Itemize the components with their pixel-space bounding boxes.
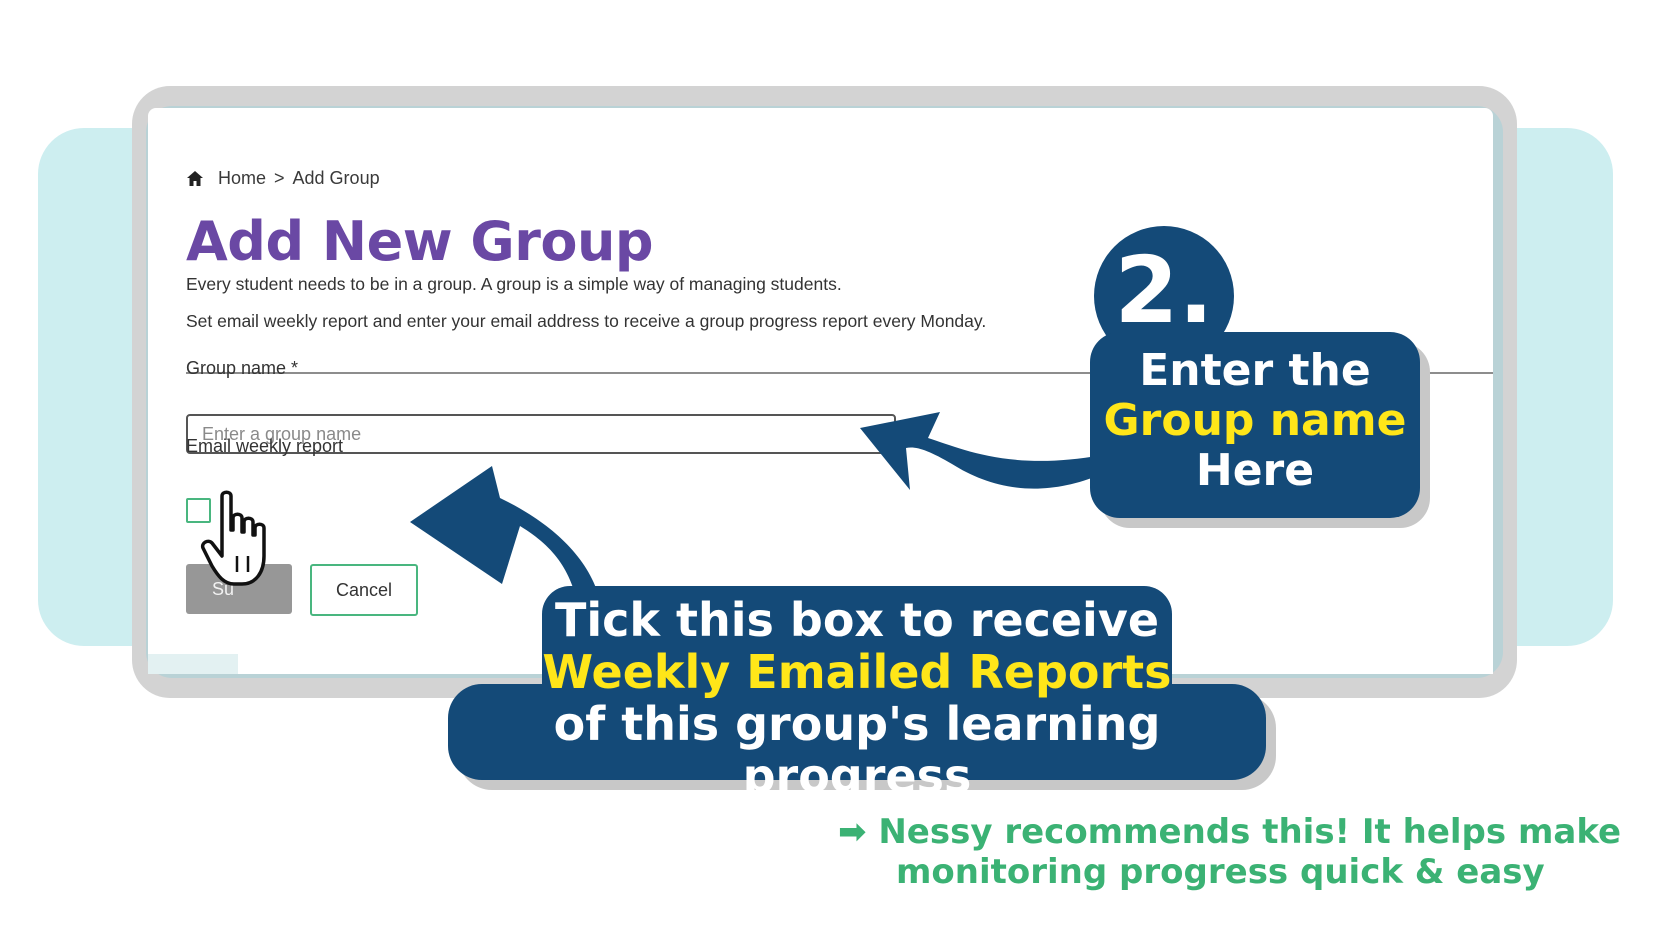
page-description-2: Set email weekly report and enter your e… <box>186 311 987 331</box>
tick-callout-line-2: Weekly Emailed Reports <box>542 645 1172 699</box>
note-line-2: monitoring progress quick & easy <box>896 852 1545 892</box>
page-description-1: Every student needs to be in a group. A … <box>186 274 842 294</box>
group-name-label: Group name * <box>186 358 299 378</box>
breadcrumb-home-link[interactable]: Home <box>218 167 267 188</box>
enter-group-name-callout: Enter the Group name Here <box>1090 332 1420 518</box>
breadcrumb-separator: > <box>274 167 285 188</box>
enter-callout-line-1: Enter the <box>1139 345 1371 396</box>
cancel-button[interactable]: Cancel <box>310 564 418 616</box>
tick-callout-top <box>542 586 1172 696</box>
group-name-input[interactable] <box>186 414 896 454</box>
tick-callout-bottom <box>448 684 1266 780</box>
note-line-1: Nessy recommends this! It helps make <box>878 812 1622 852</box>
breadcrumb-current: Add Group <box>292 167 380 188</box>
enter-callout-line-2: Group name <box>1103 395 1407 446</box>
enter-callout-line-3: Here <box>1195 445 1315 496</box>
home-icon[interactable] <box>186 170 204 187</box>
email-weekly-report-checkbox[interactable] <box>186 498 211 523</box>
page-title: Add New Group <box>186 210 654 273</box>
tick-box-callout: Tick this box to receive Weekly Emailed … <box>448 594 1266 802</box>
section-divider <box>186 372 1493 374</box>
tick-callout-line-1: Tick this box to receive <box>554 593 1160 647</box>
breadcrumb: Home > Add Group <box>186 168 380 188</box>
email-weekly-report-label: Email weekly report <box>186 436 344 456</box>
card-corner-fade <box>148 654 238 674</box>
hand-pointer-icon <box>200 490 266 586</box>
recommendation-note: ➡ Nessy recommends this! It helps make m… <box>838 812 1628 892</box>
right-arrow-icon: ➡ <box>838 812 867 852</box>
tick-callout-line-3: of this group's learning progress <box>553 697 1161 803</box>
